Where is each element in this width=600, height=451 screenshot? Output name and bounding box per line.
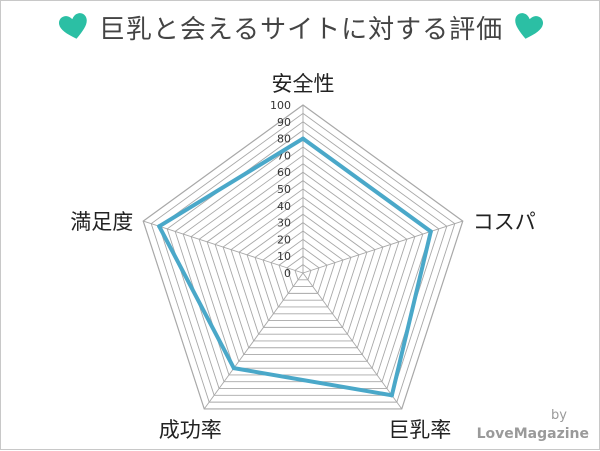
data-point <box>231 366 236 371</box>
tick-label: 10 <box>277 250 291 263</box>
title-bar: 巨乳と会えるサイトに対する評価 <box>1 7 600 47</box>
category-label: コスパ <box>473 210 536 234</box>
tick-label: 60 <box>277 166 291 179</box>
category-label: 巨乳率 <box>388 418 451 442</box>
tick-label: 50 <box>277 183 291 196</box>
data-point <box>157 224 162 229</box>
tick-label: 40 <box>277 200 291 213</box>
category-label: 満足度 <box>70 210 133 234</box>
axis-spoke <box>302 220 463 274</box>
data-point <box>389 393 394 398</box>
category-label: 安全性 <box>272 72 335 96</box>
chart-title: 巨乳と会えるサイトに対する評価 <box>98 14 504 45</box>
data-point <box>301 136 305 141</box>
heart-icon <box>515 13 544 39</box>
category-label: 成功率 <box>159 418 222 442</box>
tick-label: 100 <box>270 99 291 112</box>
grid-ring <box>166 129 440 389</box>
heart-icon <box>58 13 87 39</box>
axis-spoke <box>203 272 304 410</box>
tick-label: 80 <box>277 133 291 146</box>
grid-ring <box>262 230 344 308</box>
axis-spoke <box>143 220 304 274</box>
grid-ring <box>206 171 400 355</box>
grid-ring <box>222 188 384 342</box>
grid-ring <box>142 104 464 410</box>
grid-ring <box>278 247 328 294</box>
grid-ring <box>286 255 320 288</box>
grid-ring <box>230 196 376 335</box>
credit: by LoveMagazine <box>477 407 589 443</box>
series-line <box>157 136 433 398</box>
grid-ring <box>198 163 408 362</box>
grid-ring <box>190 154 416 369</box>
grid-ring <box>158 121 448 396</box>
grid-ring <box>294 264 312 281</box>
tick-label: 20 <box>277 233 291 246</box>
credit-brand: LoveMagazine <box>476 426 589 442</box>
grid-ring <box>238 205 368 328</box>
tick-label: 90 <box>277 116 291 129</box>
tick-label: 0 <box>284 267 291 280</box>
grid-ring <box>246 213 360 322</box>
grid-ring <box>254 222 352 315</box>
grid-ring <box>150 112 456 403</box>
axis-spoke <box>302 272 403 410</box>
grid-ring <box>270 238 336 301</box>
grid-ring <box>214 180 392 349</box>
data-point <box>428 229 433 234</box>
grid-ring <box>182 146 424 376</box>
credit-by: by <box>551 408 567 423</box>
tick-label: 30 <box>277 217 291 230</box>
